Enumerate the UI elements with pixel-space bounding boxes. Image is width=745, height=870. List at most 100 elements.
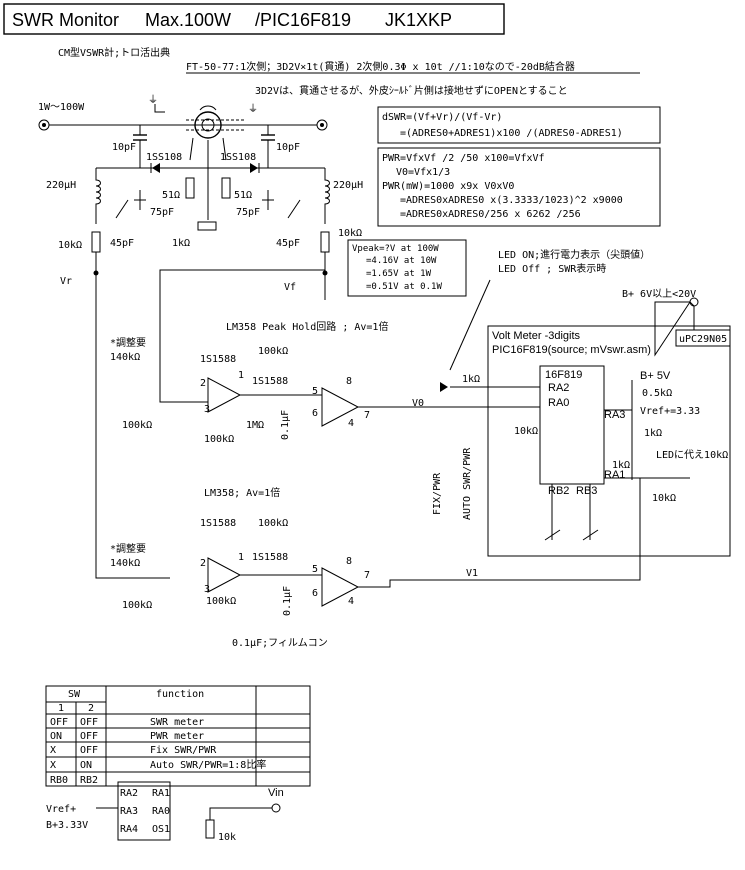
sw-table-cell: RB2 [80, 775, 98, 786]
pin-ra0: RA0 [548, 397, 569, 409]
sw-table-cell: ON [50, 731, 62, 742]
input-label: 1W～100W [38, 102, 85, 113]
pin-3-b: 3 [204, 584, 210, 595]
pin-1-a: 1 [238, 370, 244, 381]
meter-title: Volt Meter -3digits [492, 330, 581, 342]
sw-table-cell: OFF [80, 745, 98, 756]
pin-2-b: 2 [200, 558, 206, 569]
pwr-line-4: =ADRES0xADRES0/256 x 6262 /256 [400, 209, 581, 220]
pwr-line-3: =ADRES0xADRES0 x(3.3333/1023)^2 x9000 [400, 195, 623, 206]
toroid-core-icon [194, 111, 222, 139]
dswr-box [377, 106, 661, 144]
opamp-3-icon [207, 557, 242, 593]
ground-icon: ⏚ [148, 94, 158, 106]
pinout-r10k: 10k [218, 832, 236, 843]
label-vf: Vf [284, 282, 296, 293]
sw-table [45, 685, 311, 787]
res-1k-trim: 1kΩ [172, 238, 190, 249]
sw-table-cell: OFF [50, 717, 68, 728]
ind-220-right: 220μH [333, 180, 363, 191]
res-100k-b: 100kΩ [204, 434, 234, 445]
dswr-line-0: dSWR=(Vf+Vr)/(Vf-Vr) [382, 112, 502, 123]
vpeak-line-1: =4.16V at 10W [366, 256, 437, 266]
res-1k-led: 1kΩ [462, 374, 480, 385]
diode-1ss108-left-icon [152, 163, 160, 173]
pin-4-a: 4 [348, 418, 354, 429]
sw-table-cell: RB0 [50, 775, 68, 786]
switch-auto: AUTO SWR/PWR [462, 447, 473, 520]
note-core: FT-50-77:1次側；3D2V×1t(貫通) 2次側0.3Φ x 10t /… [186, 60, 575, 73]
opamp-1-icon [207, 377, 242, 413]
led-note-0: LED ON;進行電力表示（尖頭値） [498, 248, 650, 261]
res-100k-c: 100kΩ [122, 600, 152, 611]
sw-table-col-1: 1 [58, 703, 64, 714]
pwr-line-2: PWR(mW)=1000 x9x V0xV0 [382, 181, 514, 192]
diode-1s1588-b: 1S1588 [252, 376, 288, 387]
pin-6-b: 6 [312, 588, 318, 599]
pin-rb2: RB2 [548, 485, 569, 497]
label-v1: V1 [466, 568, 478, 579]
diode-1s1588-d: 1S1588 [252, 552, 288, 563]
diode-1ss108-right: 1SS108 [220, 152, 256, 163]
res-10k-left: 10kΩ [58, 240, 82, 251]
inductor-right-icon [324, 168, 330, 224]
cap-10pf-left: 10pF [112, 142, 136, 153]
adjust-bottom: *調整要 [110, 542, 146, 555]
vpeak-line-2: =1.65V at 1W [366, 269, 432, 279]
pinout-pin-1: RA1 [152, 788, 170, 799]
sw-table-cell: OFF [80, 717, 98, 728]
vref-label: Vref+=3.33 [640, 406, 700, 417]
meter-box [487, 325, 731, 557]
regulator-label: uPC29N05 [679, 334, 727, 345]
sw-table-cell: X [50, 745, 56, 756]
supply-bplus: B+ 6V以上<20V [622, 288, 696, 300]
sw-table-cell: PWR meter [150, 731, 204, 742]
note-shield: 3D2Vは、貫通させるが、外皮ｼｰﾙﾄﾞ片側は接地せずにOPENとすること [255, 84, 568, 97]
sw-table-cell: OFF [80, 731, 98, 742]
cap-75pf-left: 75pF [150, 207, 174, 218]
res-100k-a: 100kΩ [122, 420, 152, 431]
pin-1-b: 1 [238, 552, 244, 563]
pinout-pin-0: RA2 [120, 788, 138, 799]
pin-ra2: RA2 [548, 382, 569, 394]
pin-3-a: 3 [204, 404, 210, 415]
res-05k: 0.5kΩ [642, 388, 672, 399]
switch-fix-pwr: FIX/PWR [432, 472, 443, 515]
amp-buffer: LM358; Av=1倍 [204, 486, 280, 499]
pin-8-b: 8 [346, 556, 352, 567]
res-100k-fb-a: 100kΩ [258, 346, 288, 357]
res-1m: 1MΩ [246, 420, 264, 431]
pinout-vin: Vin [268, 787, 284, 799]
cap-45pf-right: 45pF [276, 238, 300, 249]
vpeak-line-0: Vpeak=?V at 100W [352, 244, 439, 254]
pin-5-a: 5 [312, 386, 318, 397]
sw-table-cell: Fix SWR/PWR [150, 745, 217, 756]
pin-4-b: 4 [348, 596, 354, 607]
pinout-pin-3: RA0 [152, 806, 170, 817]
pinout-pin-5: OS1 [152, 824, 170, 835]
sw-table-head: SW [68, 689, 81, 700]
res-51-left: 51Ω [162, 190, 180, 201]
led-note-1: LED Off ; SWR表示時 [498, 262, 606, 275]
vin-terminal-icon [271, 803, 281, 813]
res-1k-meter: 1kΩ [644, 428, 662, 439]
res-10k-pot: 10kΩ [652, 493, 676, 504]
led-sub-label: LEDに代え10kΩ [656, 449, 728, 461]
sw-table-cell: X [50, 760, 56, 771]
res-51-right: 51Ω [234, 190, 252, 201]
amp-peak-hold: LM358 Peak Hold回路 ; Av=1倍 [226, 320, 388, 333]
pin-7-b: 7 [364, 570, 370, 581]
pinout-chip [117, 781, 171, 841]
switch-1-icon [544, 529, 561, 541]
title-model: /PIC16F819 [255, 10, 351, 30]
diode-1s1588-c: 1S1588 [200, 518, 236, 529]
pin-ra3: RA3 [604, 409, 625, 421]
res-100k-fb-b: 100kΩ [258, 518, 288, 529]
res-10k-ra0: 10kΩ [514, 426, 538, 437]
inductor-left-icon [95, 168, 101, 224]
pin-6-a: 6 [312, 408, 318, 419]
title-box [3, 3, 505, 35]
pwr-line-1: V0=Vfx1/3 [396, 167, 450, 178]
pwr-line-0: PWR=VfxVf /2 /50 x100=VfxVf [382, 153, 545, 164]
